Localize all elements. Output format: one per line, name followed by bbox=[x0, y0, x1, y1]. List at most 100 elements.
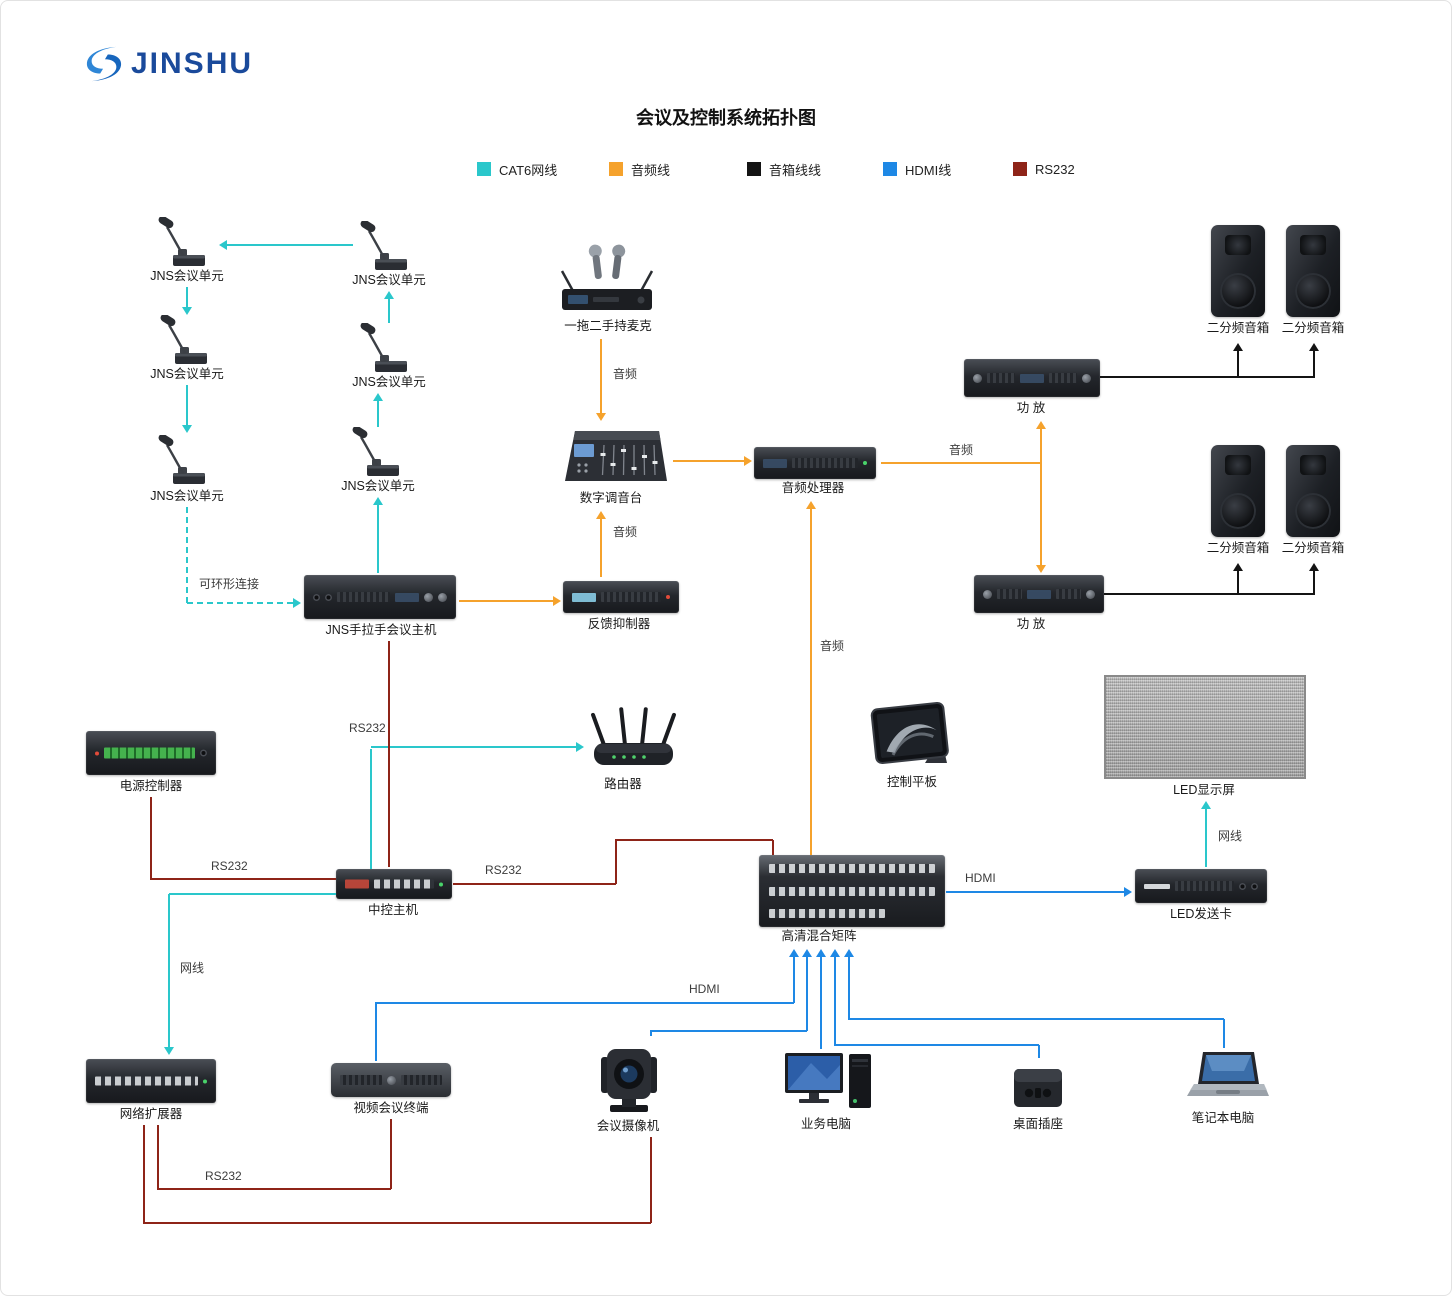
conference-host-icon bbox=[304, 575, 456, 619]
edge-label-hdmi: HDMI bbox=[687, 982, 722, 996]
edge-label-rs232: RS232 bbox=[347, 721, 388, 735]
node-label-laptop: 笔记本电脑 bbox=[1191, 1111, 1255, 1125]
desktop-socket-icon bbox=[1009, 1059, 1067, 1113]
edge-segment bbox=[650, 1031, 652, 1036]
legend-label: CAT6网线 bbox=[499, 162, 558, 178]
arrowhead bbox=[844, 949, 854, 957]
power-controller-icon bbox=[86, 731, 216, 775]
edge-segment bbox=[377, 401, 379, 427]
handheld-mic-icon bbox=[557, 239, 657, 317]
edge-segment bbox=[834, 957, 836, 1045]
edge-segment bbox=[186, 507, 188, 603]
conference-mic-icon bbox=[355, 323, 419, 375]
edge-segment bbox=[1040, 463, 1042, 565]
node-label-speaker: 二分频音箱 bbox=[1281, 321, 1345, 335]
edge-segment bbox=[186, 385, 188, 425]
conference-mic-icon bbox=[153, 217, 217, 269]
node-label-led-sender: LED发送卡 bbox=[1170, 907, 1232, 921]
node-label-mixer: 数字调音台 bbox=[579, 491, 643, 505]
edge-label-audio: 音频 bbox=[611, 525, 640, 539]
node-label-feedback-suppressor: 反馈抑制器 bbox=[587, 617, 651, 631]
edge-label-audio: 音频 bbox=[818, 639, 847, 653]
edge-segment bbox=[615, 840, 617, 884]
legend-swatch-speaker bbox=[747, 162, 761, 176]
logo-text: JINSHU bbox=[131, 47, 254, 80]
node-label-conference-mic: JNS会议单元 bbox=[150, 489, 224, 503]
arrowhead bbox=[1036, 565, 1046, 573]
edge-segment bbox=[459, 600, 553, 602]
node-label-router: 路由器 bbox=[604, 777, 642, 791]
network-extender-icon bbox=[86, 1059, 216, 1103]
arrowhead bbox=[182, 425, 192, 433]
edge-label-audio: 音频 bbox=[611, 367, 640, 381]
edge-label-lan: 网线 bbox=[1216, 829, 1245, 843]
node-label-business-pc: 业务电脑 bbox=[800, 1117, 851, 1131]
node-label-handheld-mic: 一拖二手持麦克 bbox=[564, 319, 652, 333]
speaker-icon bbox=[1286, 225, 1340, 317]
hd-matrix-icon bbox=[759, 855, 945, 927]
arrowhead bbox=[1036, 421, 1046, 429]
edge-segment bbox=[375, 1003, 377, 1061]
led-display-icon bbox=[1104, 675, 1306, 779]
speaker-icon bbox=[1286, 445, 1340, 537]
legend-swatch-cat6 bbox=[477, 162, 491, 176]
node-label-led-display: LED显示屏 bbox=[1173, 783, 1235, 797]
edge-segment bbox=[187, 602, 293, 604]
node-label-power-controller: 电源控制器 bbox=[119, 779, 183, 793]
arrowhead bbox=[373, 393, 383, 401]
edge-segment bbox=[388, 299, 390, 323]
edge-label-rs232: RS232 bbox=[483, 863, 524, 877]
edge-segment bbox=[1237, 351, 1239, 377]
amplifier-icon bbox=[974, 575, 1104, 613]
logo-icon bbox=[86, 46, 122, 82]
edge-segment bbox=[1313, 571, 1315, 594]
edge-segment bbox=[650, 1030, 807, 1032]
edge-segment bbox=[1104, 593, 1315, 595]
conference-camera-icon bbox=[593, 1037, 665, 1115]
led-sender-icon bbox=[1135, 869, 1267, 903]
arrowhead bbox=[219, 240, 227, 250]
edge-segment bbox=[673, 460, 744, 462]
edge-segment bbox=[834, 1044, 1039, 1046]
node-label-conference-host: JNS手拉手会议主机 bbox=[325, 623, 437, 637]
edge-segment bbox=[806, 957, 808, 1031]
edge-segment bbox=[169, 893, 336, 895]
logo: JINSHU bbox=[85, 45, 253, 83]
node-label-conference-mic: JNS会议单元 bbox=[341, 479, 415, 493]
control-tablet-icon bbox=[867, 701, 953, 771]
arrowhead bbox=[553, 596, 561, 606]
speaker-icon bbox=[1211, 445, 1265, 537]
video-conference-terminal-icon bbox=[331, 1063, 451, 1097]
edge-segment bbox=[168, 894, 170, 1047]
arrowhead bbox=[802, 949, 812, 957]
node-label-desktop-socket: 桌面插座 bbox=[1012, 1117, 1063, 1131]
edge-segment bbox=[375, 1002, 794, 1004]
legend-label: HDMI线 bbox=[905, 162, 952, 178]
edge-segment bbox=[1038, 1045, 1040, 1058]
arrowhead bbox=[1233, 563, 1243, 571]
edge-segment bbox=[1040, 429, 1042, 463]
arrowhead bbox=[576, 742, 584, 752]
legend-swatch-hdmi bbox=[883, 162, 897, 176]
edge-segment bbox=[1205, 809, 1207, 867]
edge-segment bbox=[600, 339, 602, 413]
node-label-speaker: 二分频音箱 bbox=[1206, 321, 1270, 335]
edge-segment bbox=[1313, 351, 1315, 377]
edge-label-rs232: RS232 bbox=[209, 859, 250, 873]
edge-segment bbox=[793, 957, 795, 1003]
edge-label-ring: 可环形连接 bbox=[197, 577, 262, 591]
legend-item: 音箱线线 bbox=[747, 161, 821, 178]
arrowhead bbox=[1201, 801, 1211, 809]
legend-item: RS232 bbox=[1013, 161, 1075, 177]
edge-segment bbox=[371, 746, 576, 748]
arrowhead bbox=[596, 511, 606, 519]
edge-segment bbox=[650, 1137, 652, 1223]
node-label-control-tablet: 控制平板 bbox=[886, 775, 937, 789]
amplifier-icon bbox=[964, 359, 1100, 397]
arrowhead bbox=[164, 1047, 174, 1055]
arrowhead bbox=[182, 307, 192, 315]
edge-segment bbox=[600, 519, 602, 577]
edge-label-audio: 音频 bbox=[947, 443, 976, 457]
arrowhead bbox=[1309, 343, 1319, 351]
